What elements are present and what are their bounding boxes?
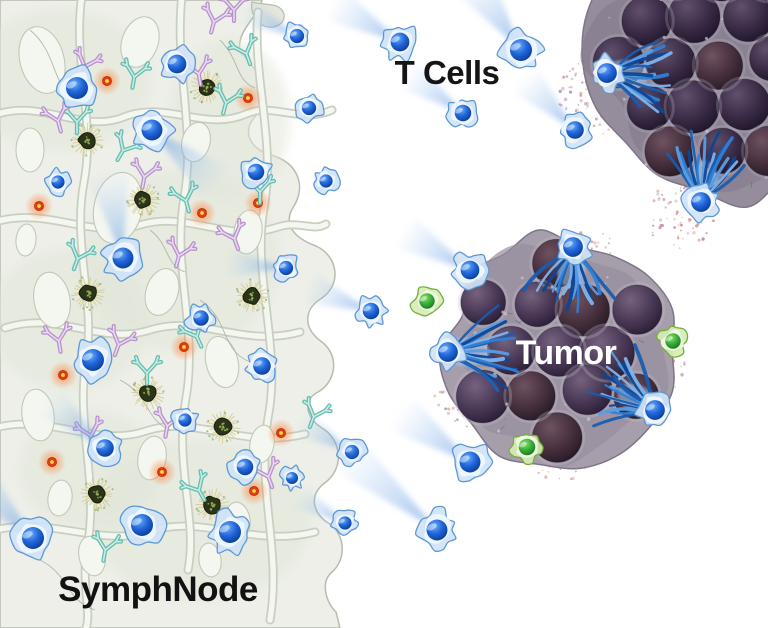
chemokine-dot [234, 84, 262, 112]
suppressor-green-cell [508, 433, 544, 466]
teal-antibody-icon [179, 469, 208, 503]
chemokine-dot [188, 199, 216, 227]
t-cell-in-scaffold [73, 336, 113, 385]
purple-antibody-icon [218, 0, 250, 24]
migrating-t-cell [294, 486, 360, 536]
migrating-t-cell [305, 274, 390, 329]
teal-antibody-icon [167, 180, 199, 214]
migrating-t-cell [240, 0, 309, 49]
drug-particle [80, 477, 114, 512]
teal-antibody-icon [114, 129, 143, 163]
chemokine-dot [93, 67, 121, 95]
migrating-t-cell [225, 249, 299, 283]
attacking-t-cell [521, 228, 617, 314]
purple-antibody-icon [130, 157, 163, 190]
teal-antibody-icon [66, 237, 97, 272]
teal-antibody-icon [91, 530, 124, 563]
teal-antibody-icon [177, 315, 207, 349]
migrating-t-cell [397, 217, 490, 291]
suppressor-green-cell [655, 325, 689, 358]
scene-root [0, 0, 768, 563]
purple-antibody-icon [40, 321, 73, 354]
migrating-t-cell [313, 166, 341, 196]
teal-antibody-icon [130, 354, 164, 387]
drug-particle [131, 376, 165, 411]
drug-particle [70, 276, 105, 311]
tumor-upper-right [580, 0, 768, 209]
t-cell-in-scaffold [89, 171, 144, 282]
symphnode-label: SymphNode [58, 570, 258, 609]
chemokine-dot [170, 333, 198, 361]
chemokine-dot [148, 458, 176, 486]
t-cell-in-scaffold [244, 347, 278, 384]
t-cell-in-scaffold [278, 464, 306, 492]
migrating-t-cell [391, 398, 494, 483]
attacking-t-cell [429, 304, 520, 393]
t-cell-in-scaffold [226, 449, 261, 486]
t-cell-in-scaffold [41, 390, 123, 468]
teal-antibody-icon [227, 32, 258, 67]
attacking-t-cell [592, 40, 673, 114]
chemokine-dot [38, 448, 66, 476]
migrating-t-cell [327, 0, 417, 63]
tumor-label: Tumor [516, 334, 617, 372]
drug-particle [235, 278, 270, 313]
t-cell-in-scaffold [0, 462, 54, 561]
t-cell-in-scaffold [183, 303, 217, 333]
migrating-t-cell [454, 0, 546, 69]
migrating-t-cell [294, 93, 325, 124]
suppressor-green-cell [409, 286, 445, 317]
purple-antibody-icon [166, 235, 198, 269]
chemokine-dot [267, 419, 295, 447]
chemokine-dot [49, 361, 77, 389]
drug-particle [206, 410, 241, 444]
purple-antibody-icon [201, 1, 233, 35]
purple-antibody-icon [215, 217, 246, 252]
t-cell-in-scaffold [240, 157, 273, 190]
purple-antibody-icon [39, 100, 71, 134]
t-cell-in-scaffold [132, 109, 228, 198]
attacking-t-cell [586, 343, 672, 428]
teal-antibody-icon [120, 57, 153, 90]
t-cell-in-scaffold [170, 407, 200, 435]
drug-particle [125, 183, 161, 217]
migrating-t-cell [514, 69, 593, 150]
teal-antibody-icon [213, 82, 245, 116]
t-cell-in-scaffold [207, 507, 250, 557]
migrating-t-cell [336, 441, 457, 553]
t-cells-label: T Cells [395, 54, 500, 91]
t-cell-in-scaffold [119, 505, 168, 546]
drug-particle [70, 122, 104, 157]
t-cell-in-scaffold [43, 166, 73, 198]
t-cell-in-scaffold [55, 64, 98, 108]
attacking-t-cell [665, 129, 746, 224]
chemokine-dot [25, 192, 53, 220]
purple-antibody-icon [107, 323, 138, 358]
migrating-t-cell [401, 63, 479, 128]
t-cell-in-scaffold [160, 43, 197, 85]
